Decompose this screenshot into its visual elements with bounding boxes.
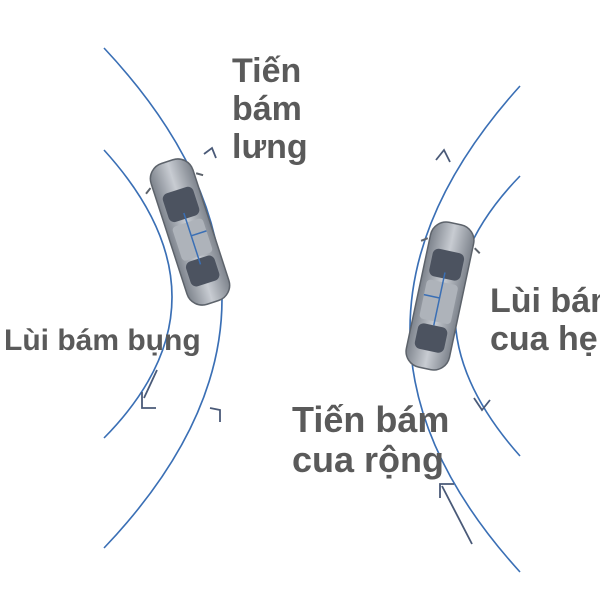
arrow-right-outer-bottom-icon xyxy=(439,483,473,545)
label-line: lưng xyxy=(232,128,308,167)
label-line: cua rộng xyxy=(292,439,445,481)
label-line: bám xyxy=(232,90,302,129)
right-car-icon xyxy=(405,221,481,371)
label-line: Tiến bám xyxy=(292,399,450,440)
left-inner-curve xyxy=(103,149,173,439)
label-lui-bam-cua-hep: Lùi bám cua hẹp xyxy=(490,282,600,358)
arrow-right-inner-bottom-icon xyxy=(473,397,491,412)
label-lui-bam-bung: Lùi bám bụng xyxy=(4,324,201,358)
arrow-left-inner-bottom-icon xyxy=(141,369,158,409)
label-line: cua hẹp xyxy=(490,320,600,359)
arrow-left-outer-bottom-icon xyxy=(209,407,221,422)
label-line: Tiến xyxy=(232,52,302,90)
left-car-icon xyxy=(145,158,231,306)
arrow-right-outer-top-icon xyxy=(435,148,451,163)
label-line: Lùi bám bụng xyxy=(4,324,201,357)
label-tien-bam-cua-rong: Tiến bám cua rộng xyxy=(292,399,450,481)
label-line: Lùi bám xyxy=(490,282,600,320)
label-tien-bam-lung: Tiến bám lưng xyxy=(232,52,308,166)
arrow-left-outer-top-icon xyxy=(203,146,217,159)
